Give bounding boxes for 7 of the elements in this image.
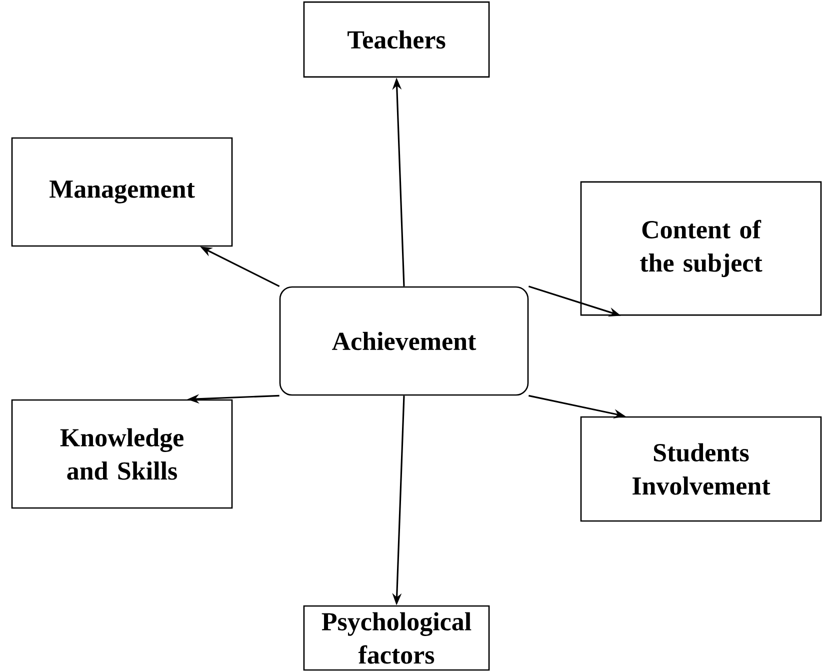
text-box: Students Involvement <box>580 416 822 522</box>
rounded-box: Achievement <box>279 286 529 396</box>
text-box: Management <box>11 137 233 247</box>
text-box: Psychological factors <box>303 605 490 671</box>
text-box: Knowledge and Skills <box>11 399 233 509</box>
text-box: Teachers <box>303 1 490 78</box>
text-box: Content of the subject <box>580 181 822 316</box>
